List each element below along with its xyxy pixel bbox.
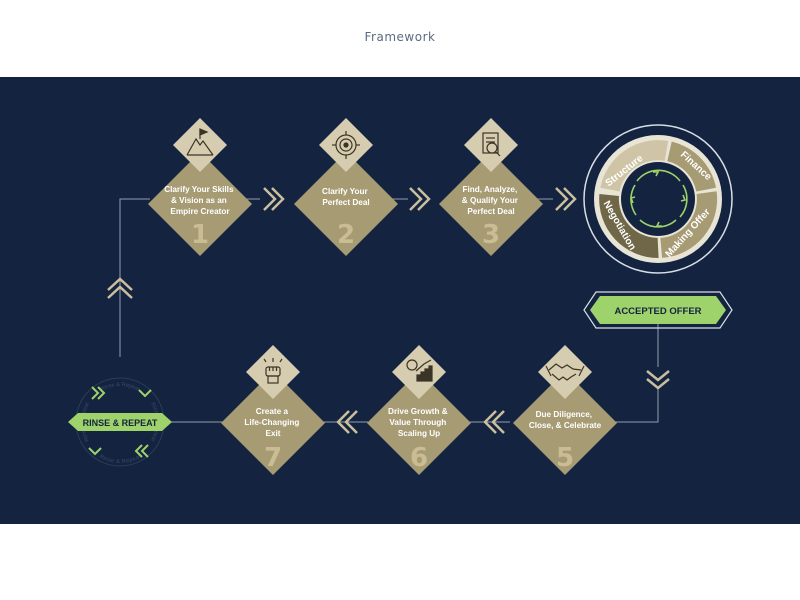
- accepted-offer-label: ACCEPTED OFFER: [614, 306, 701, 317]
- cycle-segment-finance: [667, 141, 716, 192]
- step-diamond: [439, 152, 543, 256]
- growth-chart-icon: [406, 359, 433, 382]
- cycle-segment-structure: [600, 140, 669, 192]
- target-icon: [332, 131, 360, 159]
- rinse-ring-text-top: Rinse & Repeat: [100, 382, 141, 393]
- step-diamond: [148, 152, 252, 256]
- chevron-right-icon: [555, 187, 577, 211]
- framework-panel: Clarify Your Skills & Vision as an Empir…: [0, 77, 800, 524]
- handshake-icon: [545, 363, 585, 381]
- step-number: 3: [482, 220, 500, 250]
- rinse-ring-text-bottom: Rinse & Repeat: [98, 454, 142, 465]
- icon-diamond: [392, 345, 446, 399]
- rinse-repeat-label: RINSE & REPEAT: [83, 418, 158, 428]
- cycle-arrows-icon: [629, 169, 688, 228]
- step-label: Clarify Your Skills & Vision as an Empir…: [164, 185, 236, 216]
- step-6: Drive Growth & Value Through Scaling Up …: [367, 345, 471, 475]
- step-number: 2: [337, 220, 355, 250]
- framework-diagram: Clarify Your Skills & Vision as an Empir…: [68, 118, 733, 475]
- icon-diamond: [538, 345, 592, 399]
- step-number: 6: [410, 443, 428, 473]
- chevron-left-icon: [336, 410, 358, 434]
- document-analysis-icon: [482, 132, 501, 157]
- step-label: Clarify Your Perfect Deal: [322, 187, 370, 207]
- raised-fist-icon: [263, 358, 283, 384]
- step-number: 1: [191, 220, 209, 250]
- step-diamond: [513, 371, 617, 475]
- chevron-left-icon: [483, 410, 505, 434]
- rinse-repeat-cycle: Rinse & Repeat Rinse & Repeat Rinse & Re…: [68, 377, 172, 467]
- offer-cycle: Structure Finance Making Offer Negotiati…: [583, 124, 733, 274]
- step-3: Find, Analyze, & Qualify Your Perfect De…: [439, 118, 543, 256]
- step-number: 5: [556, 443, 574, 473]
- step-number: 7: [264, 443, 282, 473]
- step-diamond: [221, 371, 325, 475]
- icon-diamond: [246, 345, 300, 399]
- rinse-corner-arrows-icon: [88, 386, 152, 458]
- step-diamond: [294, 152, 398, 256]
- accepted-offer-badge: ACCEPTED OFFER: [583, 291, 733, 329]
- step-label: Due Diligence, Close, & Celebrate: [529, 410, 602, 430]
- step-5: Due Diligence, Close, & Celebrate 5: [513, 345, 617, 475]
- chevron-right-icon: [263, 187, 285, 211]
- step-label: Find, Analyze, & Qualify Your Perfect De…: [462, 185, 520, 216]
- chevron-arrows: [107, 187, 670, 434]
- chevron-down-icon: [646, 370, 670, 390]
- mountain-flag-icon: [186, 128, 214, 156]
- step-label: Create a Life-Changing Exit: [244, 407, 301, 438]
- page-title: Framework: [364, 30, 436, 44]
- step-label: Drive Growth & Value Through Scaling Up: [388, 407, 450, 438]
- step-2: Clarify Your Perfect Deal 2: [294, 118, 398, 256]
- chevron-right-icon: [409, 187, 431, 211]
- cycle-segment-making-offer: [660, 191, 718, 258]
- cycle-segment-negotiation: [599, 194, 659, 259]
- step-diamond: [367, 371, 471, 475]
- connector-lines: [119, 198, 659, 423]
- step-1: Clarify Your Skills & Vision as an Empir…: [148, 118, 252, 256]
- chevron-up-icon: [107, 277, 133, 299]
- step-7: Create a Life-Changing Exit 7: [221, 345, 325, 475]
